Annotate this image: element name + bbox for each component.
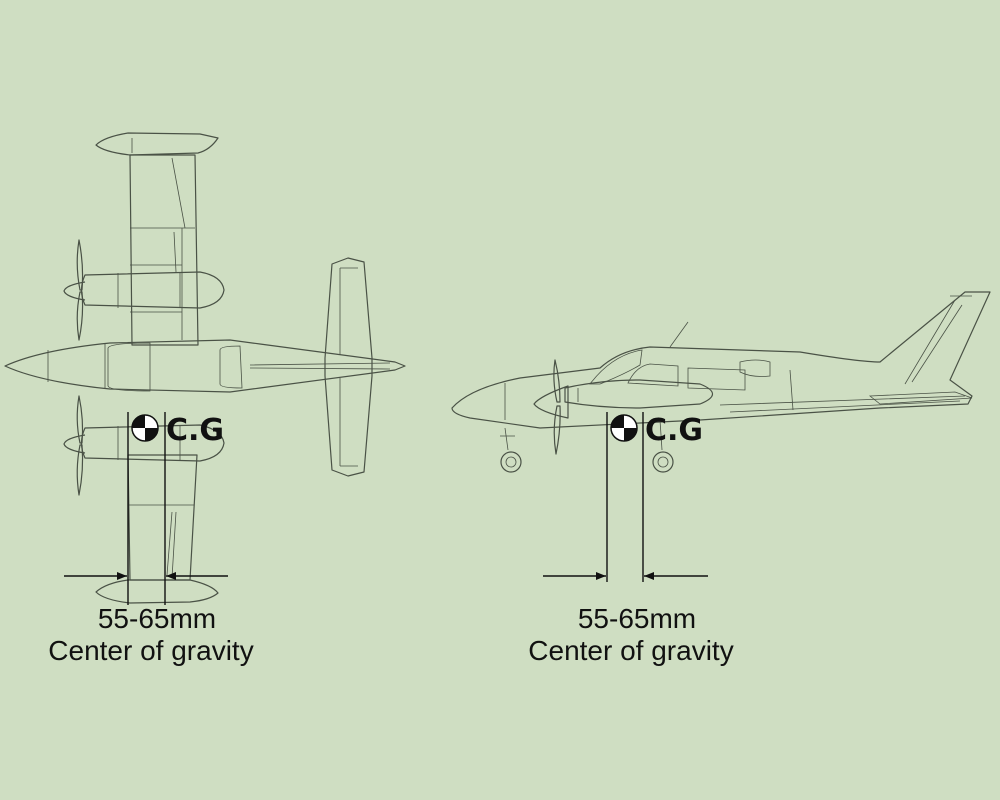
side-view-cg-dimension: [543, 412, 708, 582]
top-view-airplane: [4, 132, 406, 604]
side-view-caption: Center of gravity: [528, 635, 733, 666]
side-view-cg-label: C.G: [645, 413, 703, 448]
top-view-cg-dimension: [64, 412, 228, 605]
side-view-airplane: [451, 291, 991, 473]
top-view-range-label: 55-65mm: [98, 603, 216, 634]
side-view-range-label: 55-65mm: [578, 603, 696, 634]
top-view-cg-marker: [131, 414, 159, 442]
top-view-cg-label: C.G: [166, 413, 224, 448]
side-view-cg-marker: [610, 414, 638, 442]
top-view-caption: Center of gravity: [48, 635, 253, 666]
